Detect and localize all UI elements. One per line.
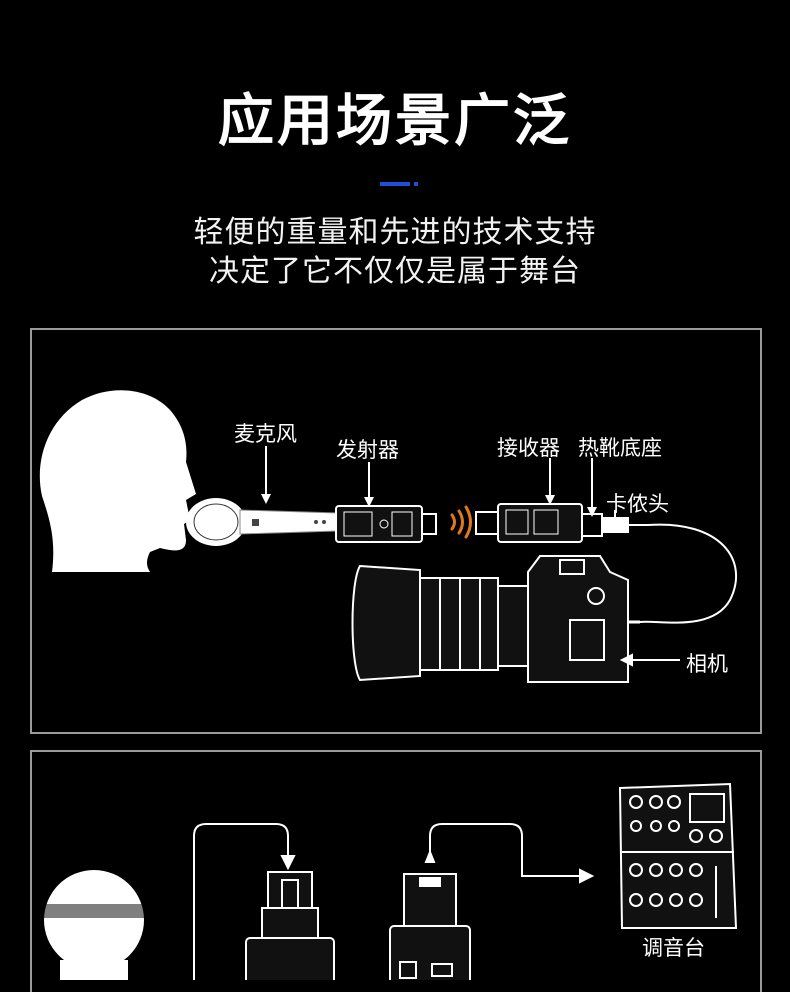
label-microphone: 麦克风 [234, 418, 297, 448]
head-silhouette-icon [40, 390, 196, 572]
microphone-icon [186, 498, 338, 546]
label-receiver: 接收器 [497, 432, 560, 462]
label-mixer: 调音台 [642, 932, 705, 962]
label-hot-shoe: 热靴底座 [578, 432, 662, 462]
label-connector: 卡侬头 [606, 488, 669, 518]
label-camera: 相机 [686, 648, 728, 678]
receiver-icon [476, 504, 602, 542]
wireless-signal-icon [452, 507, 471, 537]
label-transmitter: 发射器 [336, 434, 399, 464]
camera-icon [353, 556, 681, 682]
transmitter-icon [336, 506, 436, 542]
